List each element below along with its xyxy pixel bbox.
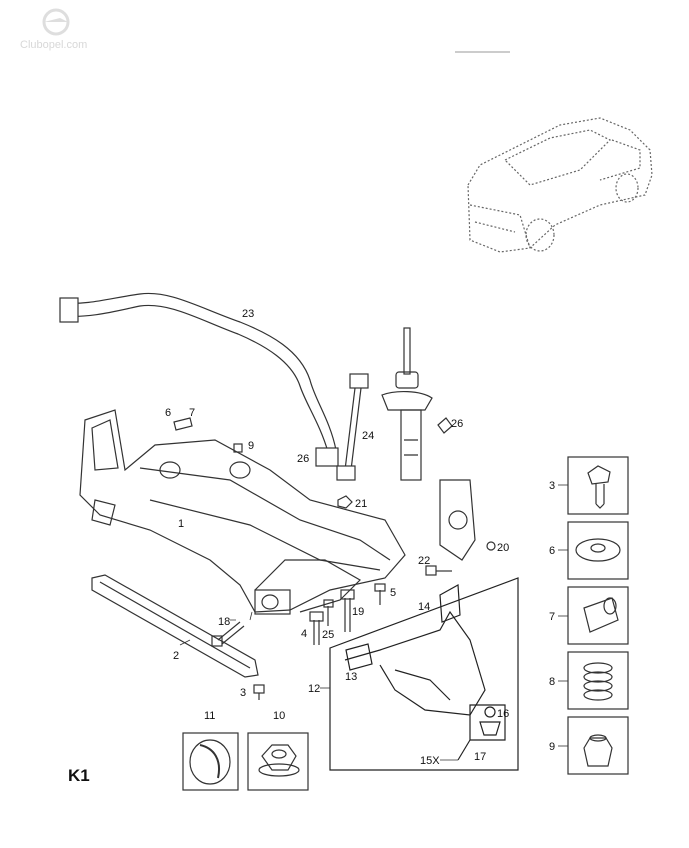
callout-12: 12: [308, 683, 320, 695]
callout-4: 4: [301, 628, 307, 640]
diagram-code: K1: [68, 766, 90, 785]
stabilizer-link: [336, 373, 369, 481]
car-silhouette: [467, 117, 653, 253]
leader-lines: [179, 484, 568, 761]
callout-20: 20: [497, 542, 509, 554]
opel-bolt-icon: [44, 18, 68, 22]
watermark-text: Clubopel.com: [20, 39, 87, 51]
nut-21: [337, 495, 353, 509]
detail-box-9: [567, 716, 629, 775]
detail-box-7: [567, 586, 629, 645]
nut-10-box: [247, 732, 309, 791]
callout-labels: 1 2 3 4 5 6 7 9 10 11 12 13 14 15X 16 17…: [165, 308, 555, 767]
cover-11-box: [182, 732, 239, 791]
clip-6-7: [173, 417, 193, 431]
detail-box-6: [567, 521, 629, 580]
cap-icon: [189, 739, 231, 785]
detail-box-3: [567, 456, 629, 515]
callout-7: 7: [189, 407, 195, 419]
stabilizer-bar: [59, 292, 339, 467]
bolt-9: [233, 443, 243, 453]
coil-bump-stop-icon: [583, 662, 613, 701]
callout-5: 5: [390, 587, 396, 599]
callout-22: 22: [418, 555, 430, 567]
bolt-25: [323, 599, 334, 626]
callout-box-6: 6: [549, 545, 555, 557]
callout-14: 14: [418, 601, 430, 613]
bolt-5: [374, 583, 386, 605]
callout-16: 16: [497, 708, 509, 720]
bolt-3-lower: [253, 684, 265, 700]
callout-13: 13: [345, 671, 357, 683]
callout-10: 10: [273, 710, 285, 722]
callout-11: 11: [204, 710, 215, 722]
bush-13: [345, 643, 373, 671]
bolt-4: [309, 611, 324, 645]
control-arm-group: [329, 577, 519, 771]
callout-1: 1: [178, 518, 184, 530]
callout-2: 2: [173, 650, 179, 662]
ball-joint-inset: [469, 704, 506, 741]
callout-21: 21: [355, 498, 367, 510]
callout-23: 23: [242, 308, 254, 320]
callout-9: 9: [248, 440, 254, 452]
plate-icon: [575, 538, 621, 562]
front-subframe: [79, 409, 406, 615]
callout-25: 25: [322, 629, 334, 641]
bolt-19: [340, 589, 355, 632]
callout-box-3: 3: [549, 480, 555, 492]
callout-box-7: 7: [549, 611, 555, 623]
callout-17: 17: [474, 751, 486, 763]
callout-26-right: 26: [451, 418, 463, 430]
clubopel-watermark: Clubopel.com: [20, 8, 87, 51]
bolt-22: [425, 565, 452, 576]
callout-24: 24: [362, 430, 374, 442]
nut-20: [486, 541, 496, 551]
suspension-strut: [381, 327, 476, 561]
callout-19: 19: [352, 606, 364, 618]
flange-bolt-icon: [587, 465, 611, 485]
callout-6: 6: [165, 407, 171, 419]
callout-box-8: 8: [549, 676, 555, 688]
detail-box-8: [567, 651, 629, 710]
stabilizer-bush-26: [315, 447, 339, 467]
stabilizer-end-bracket: [59, 297, 79, 323]
callout-15x: 15X: [420, 755, 440, 767]
callout-18: 18: [218, 616, 230, 628]
nut-26-icon: [437, 417, 453, 434]
flange-nut-icon: [261, 744, 297, 771]
bush-14: [439, 584, 461, 623]
bolt-18: [211, 621, 245, 647]
callout-box-9: 9: [549, 741, 555, 753]
callout-3-lower: 3: [240, 687, 246, 699]
spacer-sleeve-icon: [583, 597, 619, 633]
callout-26-left: 26: [297, 453, 309, 465]
subframe-brace: [91, 574, 259, 678]
